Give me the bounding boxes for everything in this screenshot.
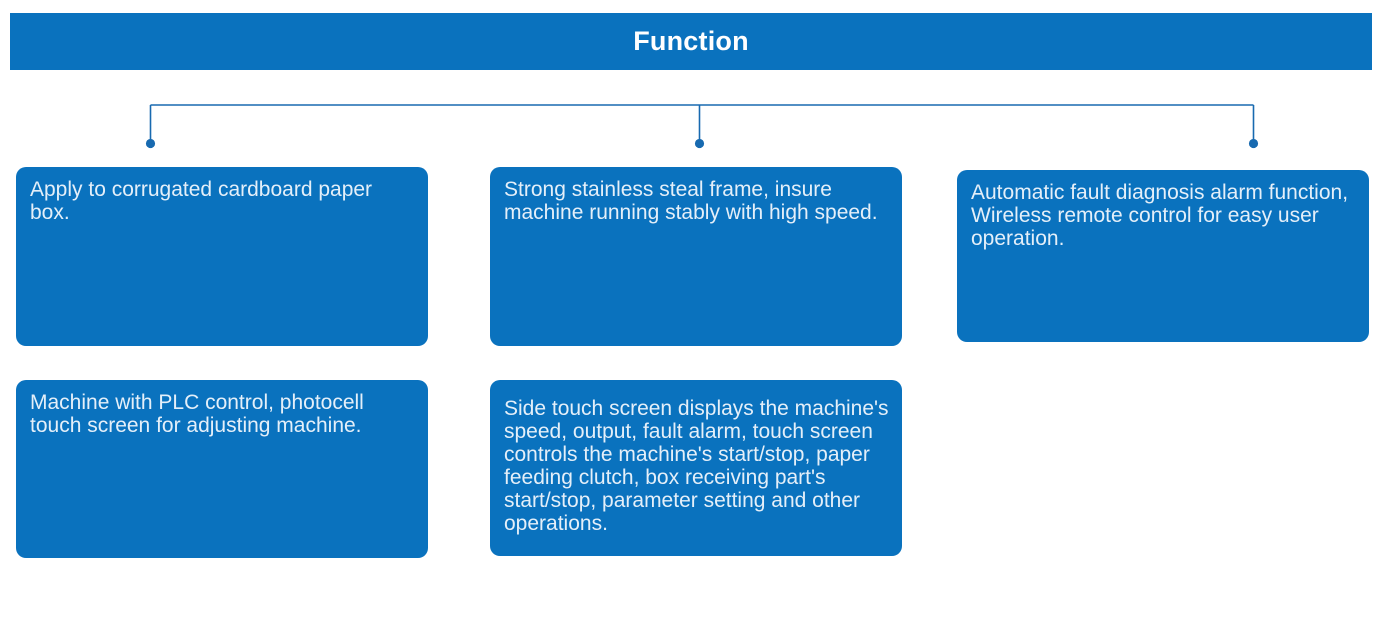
feature-box-apply-text: Apply to corrugated cardboard paper box. <box>30 178 373 224</box>
header-bar: Function <box>10 13 1372 70</box>
connector-dot-icon <box>694 138 705 149</box>
feature-box-touchscreen-text: Side touch screen displays the machine's… <box>504 397 889 535</box>
feature-box-plc: Machine with PLC control, photocell touc… <box>16 380 428 558</box>
feature-box-alarm-text: Automatic fault diagnosis alarm function… <box>971 181 1349 250</box>
connector-dot-icon <box>1248 138 1259 149</box>
page-title: Function <box>633 26 749 56</box>
feature-box-apply: Apply to corrugated cardboard paper box. <box>16 167 428 346</box>
feature-box-frame: Strong stainless steal frame, insure mac… <box>490 167 902 346</box>
feature-box-plc-text: Machine with PLC control, photocell touc… <box>30 391 364 437</box>
feature-box-frame-text: Strong stainless steal frame, insure mac… <box>504 178 878 224</box>
connector-dot-icon <box>145 138 156 149</box>
feature-box-touchscreen: Side touch screen displays the machine's… <box>490 380 902 556</box>
feature-box-alarm: Automatic fault diagnosis alarm function… <box>957 170 1369 342</box>
